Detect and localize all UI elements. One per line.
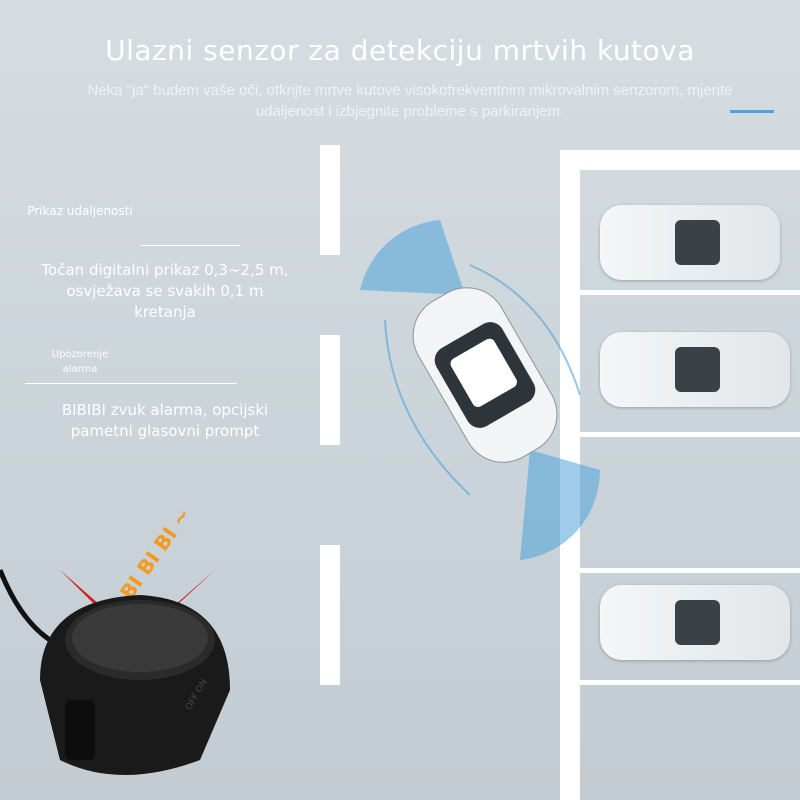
page-title: Ulazni senzor za detekciju mrtvih kutova [105,34,695,67]
divider [140,245,240,246]
feature-desc-alarm: BIBIBI zvuk alarma, opcijski pametni gla… [61,401,269,440]
page-subtitle: Neka "ja" budem vaše oči, otkrijte mrtve… [87,82,733,120]
parked-car [600,585,790,660]
parked-car [600,205,780,280]
feature-label-distance: Prikaz udaljenosti [27,204,133,218]
divider [25,383,237,384]
parking-line [580,680,800,685]
parking-line [320,335,340,445]
parking-line [320,145,340,255]
parking-line [580,432,800,437]
parking-line [320,545,340,685]
accent-bar [730,110,774,113]
feature-label-alarm: Upozorenje alarma [51,349,109,375]
main-car [412,287,558,463]
parking-line [580,568,800,573]
parking-line [580,290,800,295]
parking-line [560,150,800,170]
feature-desc-distance: Točan digitalni prikaz 0,3~2,5 m, osvjež… [41,261,289,321]
parked-car [600,332,790,407]
